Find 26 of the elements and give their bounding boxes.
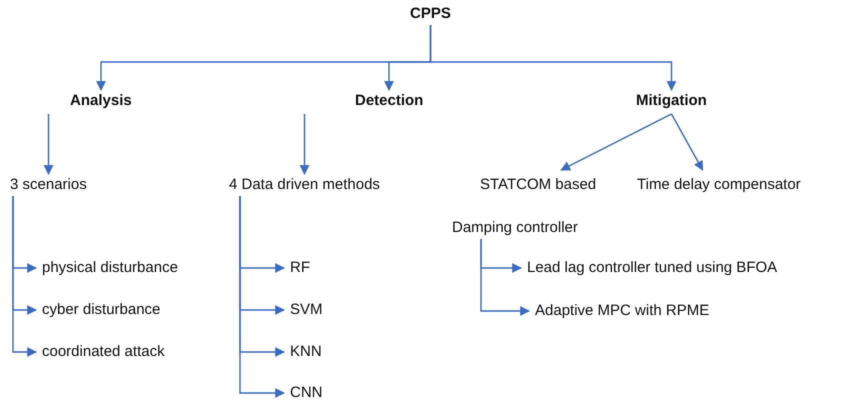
arrow [430,25,676,91]
node-label: Lead lag controller tuned using BFOA [527,259,778,277]
node-label: Adaptive MPC with RPME [535,302,710,320]
node-label: STATCOM based [480,176,596,194]
node-label: RF [290,259,310,277]
node-label: CPPS [410,5,451,23]
node-label: CNN [290,384,322,402]
node-label: Damping controller [452,219,578,237]
node-label: coordinated attack [42,343,165,361]
node-label: SVM [290,301,323,319]
arrow [560,113,672,171]
arrow [239,196,285,398]
arrow [670,114,704,171]
arrow [480,239,530,316]
node-label: 4 Data driven methods [229,176,380,194]
node-label: Detection [355,92,424,110]
arrow [12,196,37,357]
arrow [44,114,54,175]
node-label: KNN [290,343,322,361]
node-label: Time delay compensator [637,176,801,194]
node-label: Analysis [70,92,132,110]
node-label: cyber disturbance [42,301,160,319]
node-label: Mitigation [636,92,707,110]
arrow [300,114,310,175]
node-label: physical disturbance [42,259,178,277]
node-label: 3 scenarios [10,176,87,194]
